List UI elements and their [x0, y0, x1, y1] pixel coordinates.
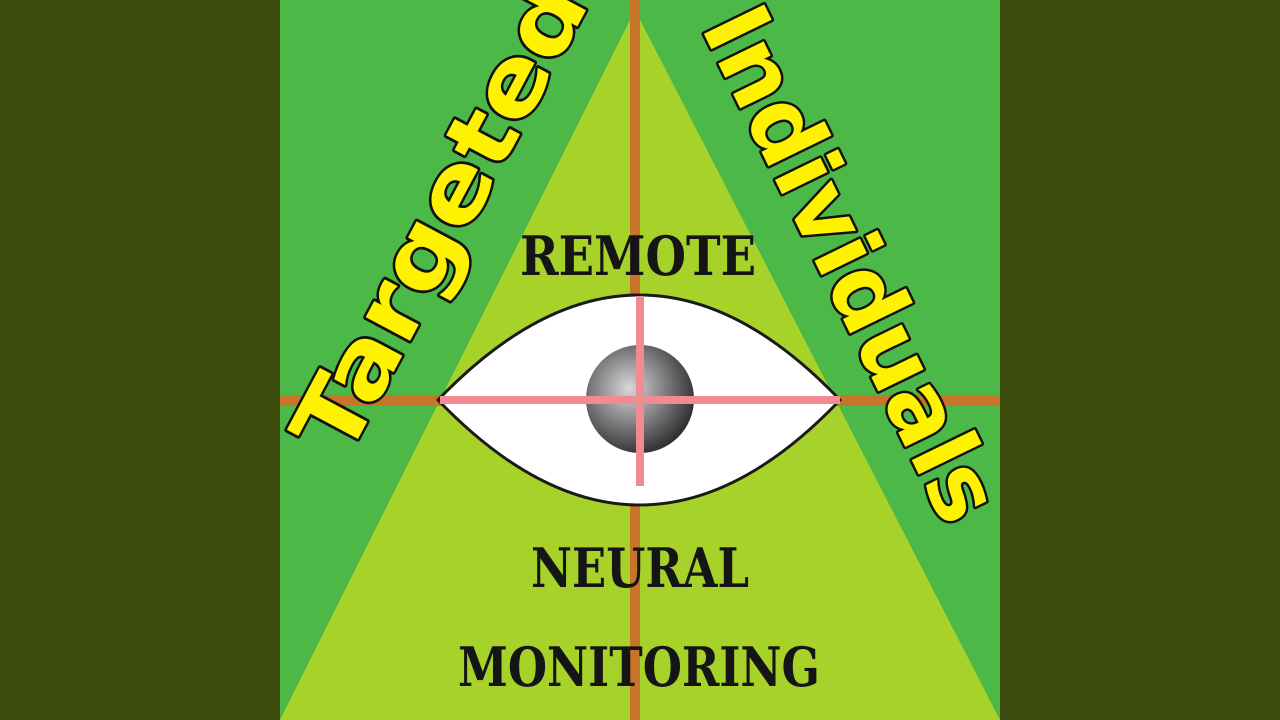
all-seeing-eye-icon: [435, 293, 843, 507]
eye-crosshair-vertical: [636, 296, 644, 486]
left-letterbox-bar: [0, 0, 280, 720]
album-artwork: REMOTE NEURAL MONITORING Targeted Indivi…: [280, 0, 1000, 720]
eye-crosshair-horizontal: [440, 396, 840, 404]
right-letterbox-bar: [1000, 0, 1280, 720]
label-neural: NEURAL: [531, 536, 749, 600]
label-monitoring: MONITORING: [458, 635, 820, 699]
label-remote: REMOTE: [520, 224, 756, 288]
